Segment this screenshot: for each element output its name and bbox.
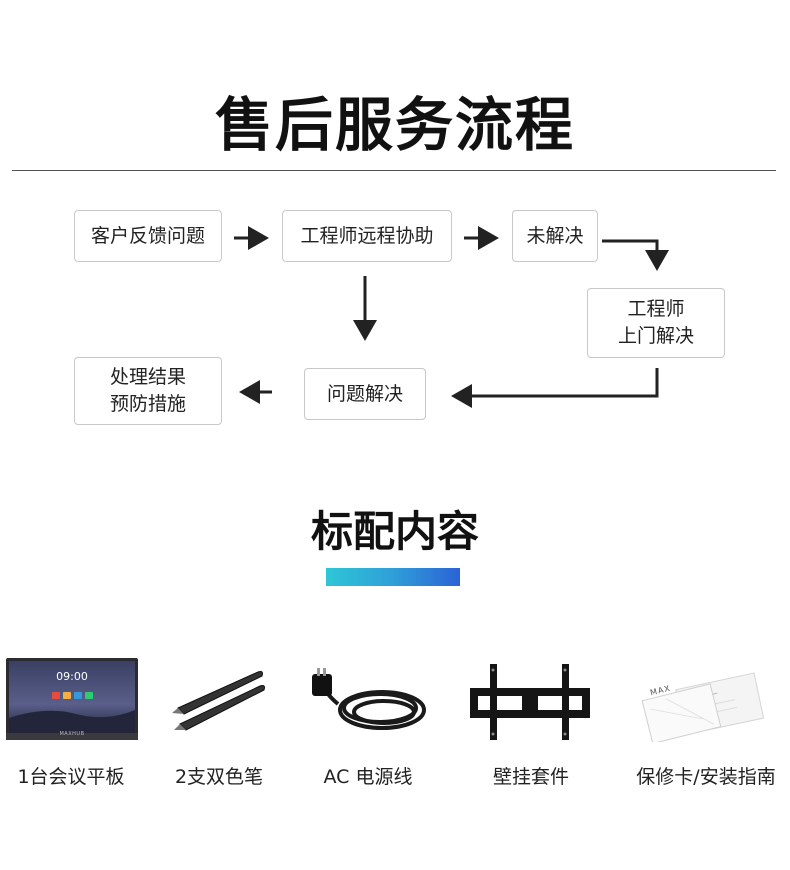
step-remote-assist: 工程师远程协助	[282, 210, 452, 262]
step-label: 问题解决	[326, 382, 403, 405]
caption-meeting-panel: 1台会议平板	[17, 766, 125, 788]
arrow-unresolved-to-onsite	[602, 239, 669, 271]
title-divider	[12, 170, 776, 171]
step-label: 未解决	[526, 224, 584, 247]
step-label-line2: 预防措施	[109, 393, 186, 415]
step-resolved: 问题解决	[304, 368, 426, 420]
power-cord-image	[308, 666, 432, 738]
step-customer-feedback: 客户反馈问题	[74, 210, 222, 262]
package-title: 标配内容	[310, 507, 479, 556]
warranty-guide-image: MAX	[640, 672, 770, 742]
panel-brand: MAXHUB	[59, 731, 85, 737]
dual-color-pens-image	[170, 664, 270, 736]
meeting-panel-image: 09:00 MAXHUB	[6, 658, 138, 740]
arrow-onsite-to-resolved	[451, 368, 659, 408]
step-result-prevention: 处理结果 预防措施	[74, 357, 222, 425]
screen-time: 09:00	[56, 670, 88, 683]
flow-arrows	[234, 226, 669, 408]
step-label: 工程师远程协助	[300, 224, 434, 247]
step-label-line1: 处理结果	[109, 366, 186, 389]
caption-wall-mount: 壁挂套件	[492, 766, 569, 788]
caption-warranty-guide: 保修卡/安装指南	[636, 766, 776, 788]
step-unresolved: 未解决	[512, 210, 598, 262]
step-label: 客户反馈问题	[90, 224, 205, 247]
wall-mount-image	[470, 664, 590, 740]
caption-power-cord: AC 电源线	[323, 766, 413, 788]
accent-bar	[326, 568, 460, 586]
step-label-line2: 上门解决	[617, 325, 694, 347]
step-label-line1: 工程师	[627, 298, 685, 321]
flow-title: 售后服务流程	[214, 91, 575, 159]
step-onsite-fix: 工程师 上门解决	[587, 288, 725, 358]
caption-pens: 2支双色笔	[174, 766, 264, 788]
